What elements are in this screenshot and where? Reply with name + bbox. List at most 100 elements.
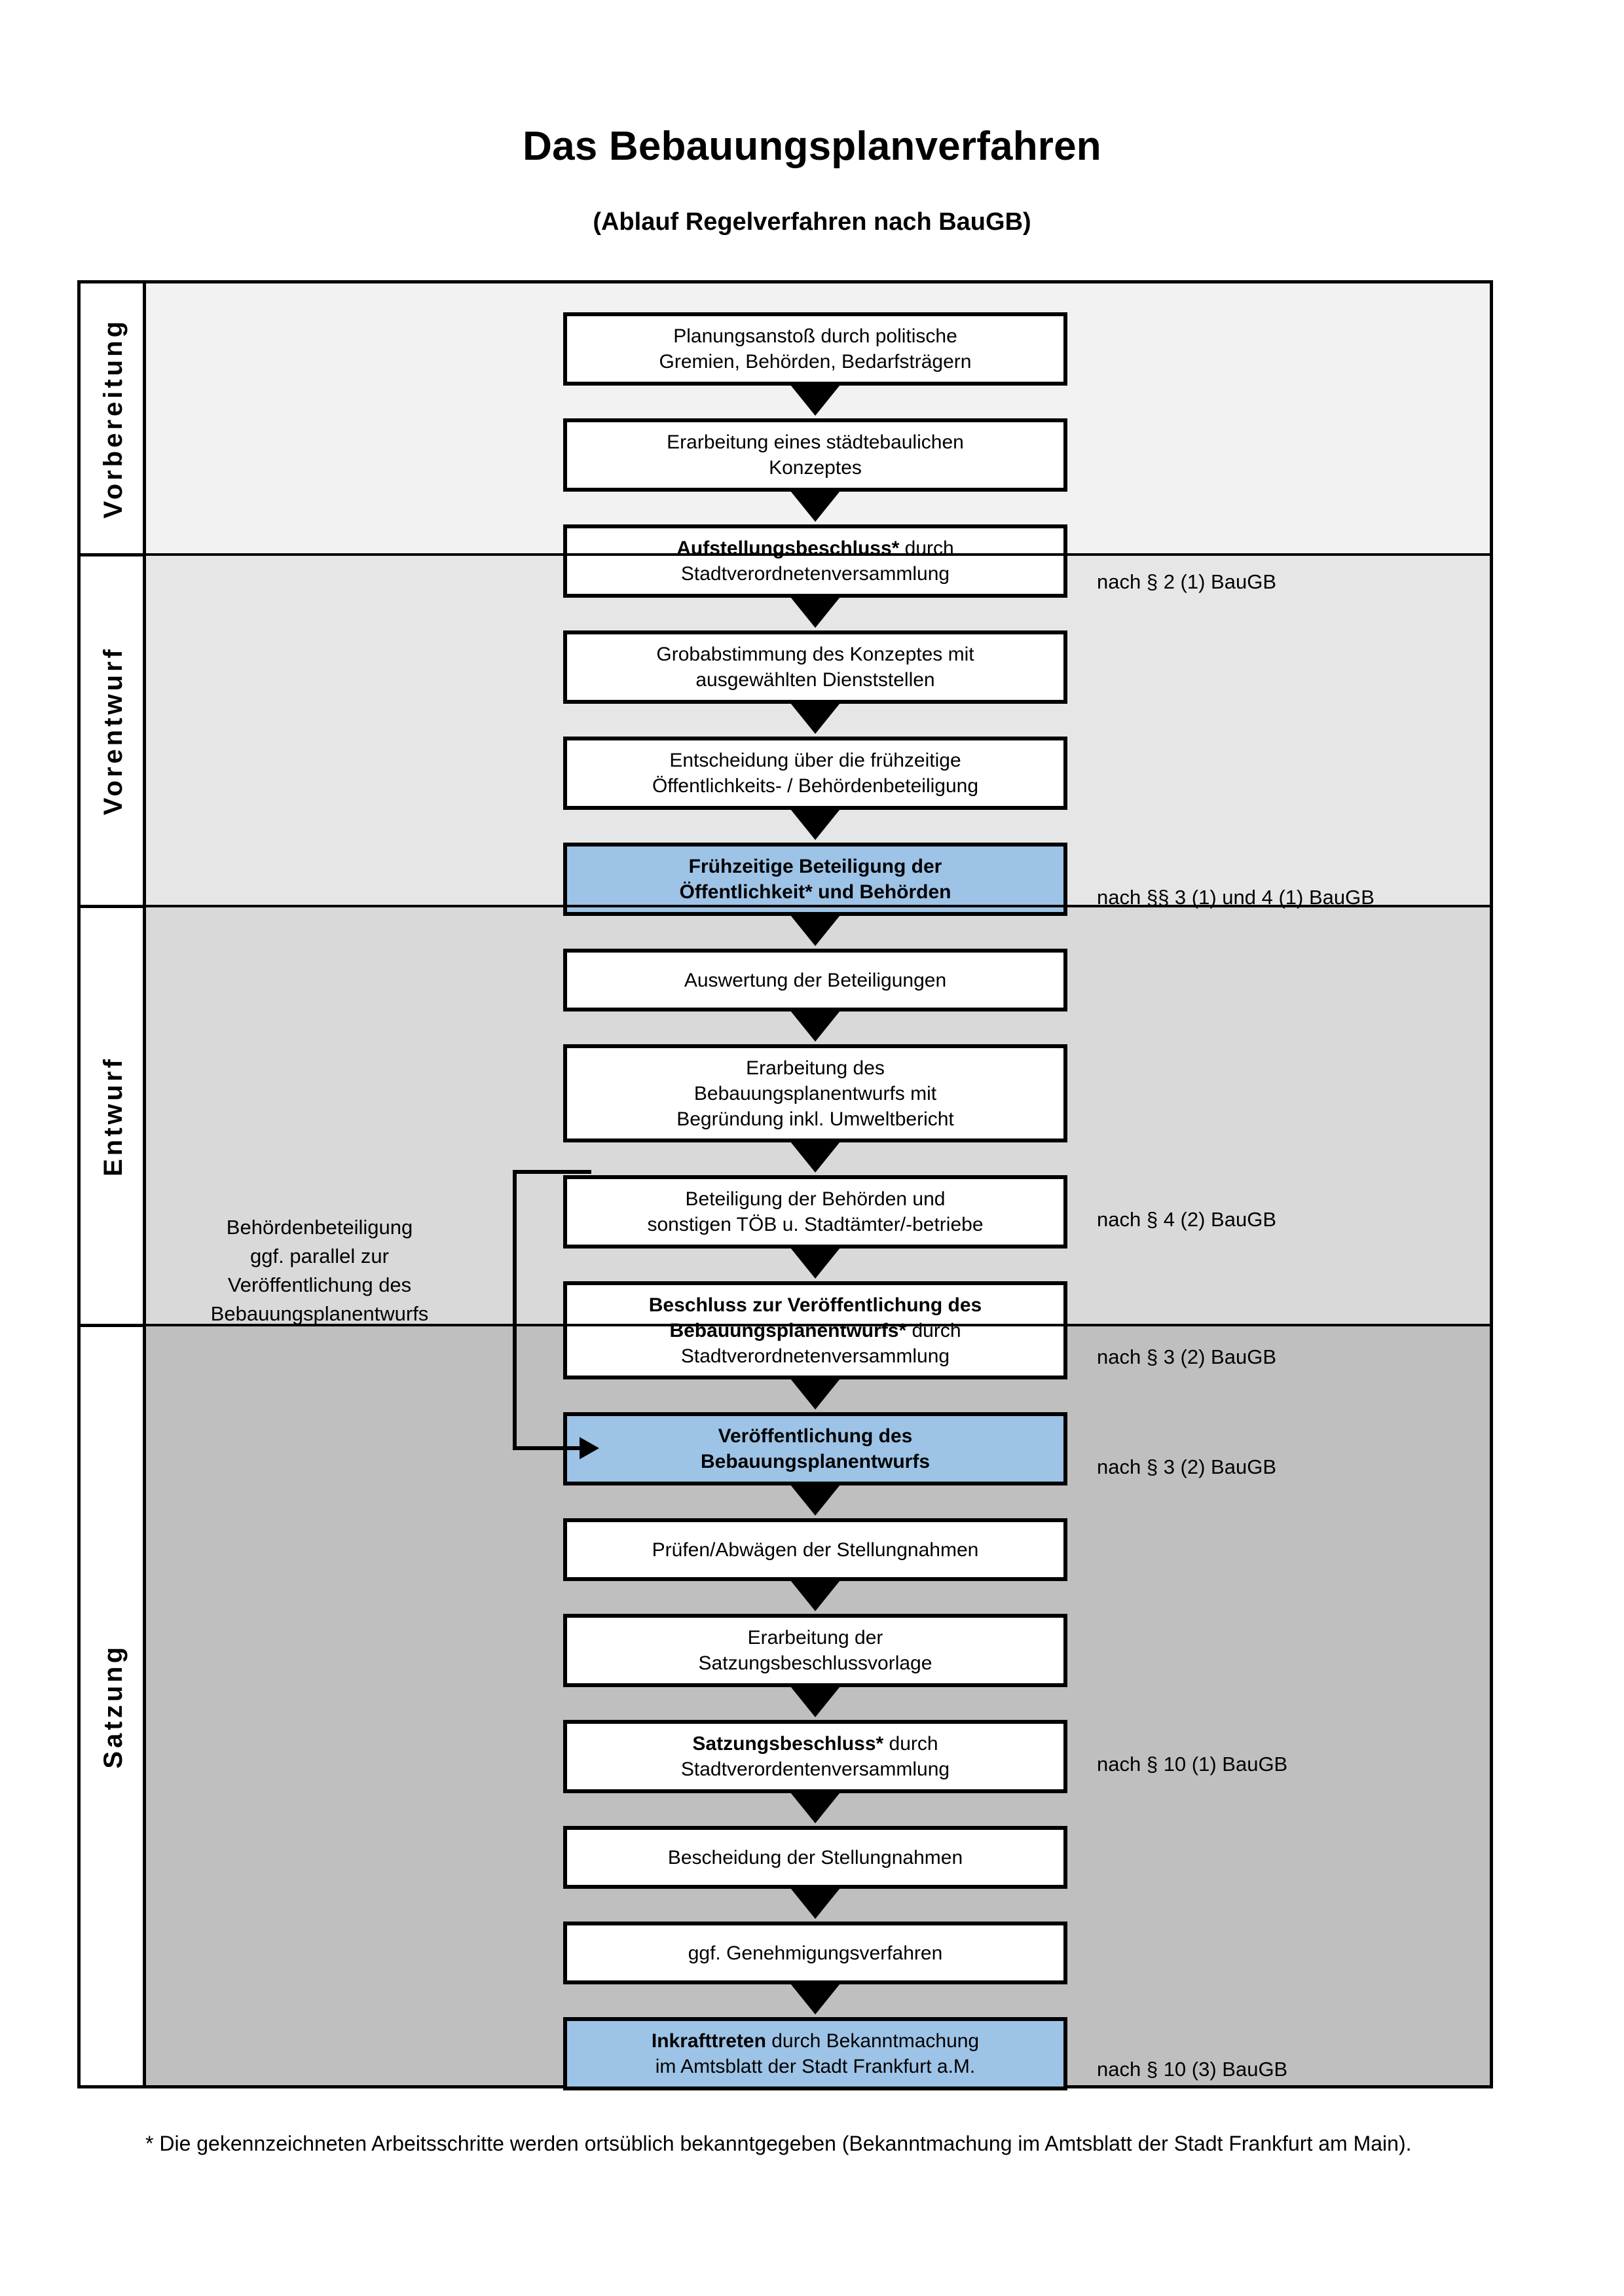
footnote: * Die gekennzeichneten Arbeitsschritte w… [145,2132,1412,2155]
step-line: ggf. Genehmigungsverfahren [688,1942,943,1964]
flow-arrow [788,1245,843,1279]
step-line: ausgewählten Dienststellen [695,669,935,691]
step-line: Satzungsbeschlussvorlage [698,1652,932,1674]
flow-arrow [788,1789,843,1823]
step-box-entscheidung-fruehzeitige-beteiligung[interactable]: Entscheidung über die frühzeitige Öffent… [563,737,1067,810]
step-line: Grobabstimmung des Konzeptes mit [656,644,974,665]
step-line: Bebauungsplanentwurfs [701,1449,930,1474]
legal-note-veroeffentlichung-entwurf: nach § 3 (2) BauGB [1097,1455,1276,1478]
phase-label-text: Vorbereitung [98,318,128,519]
step-line-bold: Satzungsbeschluss* [692,1733,884,1755]
step-line: Stadtverordnetenversammlung [680,563,950,585]
step-box-beschluss-veroeffentlichung[interactable]: Beschluss zur Veröffentlichung des Bebau… [563,1281,1067,1379]
step-line: Konzeptes [769,457,862,479]
band-divider-2 [146,905,1490,907]
step-line-suffix: durch [883,1733,938,1755]
phase-label-text: Satzung [98,1643,128,1769]
phase-label-entwurf: Entwurf [81,908,146,1324]
phase-label-divider-3 [81,1324,146,1327]
step-line-bold: Bebauungsplanentwurfs [700,1451,931,1472]
phase-label-satzung: Satzung [81,1327,146,2085]
phase-label-divider-2 [81,905,146,908]
phase-label-divider-1 [81,553,146,556]
band-divider-1 [146,553,1490,556]
side-note-line: Veröffentlichung des [227,1273,412,1297]
step-line: Stadtverordentenversammlung [680,1758,950,1780]
step-box-fruehzeitige-beteiligung[interactable]: Frühzeitige Beteiligung der Öffentlichke… [563,843,1067,916]
phase-label-vorentwurf: Vorentwurf [81,556,146,905]
step-line-suffix: durch Bekanntmachung [766,2030,980,2052]
step-line-bold: Inkrafttreten [651,2030,766,2052]
flow-arrow [788,1980,843,2014]
step-line: Öffentlichkeit* und Behörden [679,879,951,905]
step-line: Bescheidung der Stellungnahmen [667,1846,963,1868]
step-box-planungsanstoss[interactable]: Planungsanstoß durch politische Gremien,… [563,312,1067,386]
step-box-grobabstimmung[interactable]: Grobabstimmung des Konzeptes mit ausgewä… [563,630,1067,704]
feedback-connector-vertical [513,1170,517,1450]
side-note-behoerdenbeteiligung: Behördenbeteiligung ggf. parallel zur Ve… [172,1213,467,1328]
flow-arrow [788,1376,843,1410]
step-line: Erarbeitung eines städtebaulichen [667,431,964,453]
flow-arrow [788,1683,843,1717]
flow-arrow [788,912,843,946]
legal-note-aufstellungsbeschluss: nach § 2 (1) BauGB [1097,570,1276,593]
step-line: Entscheidung über die frühzeitige [669,750,961,771]
step-line: Begründung inkl. Umweltbericht [676,1108,954,1130]
step-box-bescheidung-stellungnahmen[interactable]: Bescheidung der Stellungnahmen [563,1826,1067,1889]
step-box-beteiligung-behoerden[interactable]: Beteiligung der Behörden und sonstigen T… [563,1175,1067,1248]
flow-arrow [788,488,843,522]
phase-label-text: Entwurf [98,1055,128,1176]
step-line-bold: Beschluss zur Veröffentlichung des [648,1294,982,1316]
legal-note-beschluss-veroeffentlichung: nach § 3 (2) BauGB [1097,1345,1276,1368]
step-line: Erarbeitung des [746,1057,885,1079]
step-line-bold: Frühzeitige Beteiligung der [688,856,942,877]
phase-label-vorbereitung: Vorbereitung [81,283,146,553]
step-line: Beteiligung der Behörden und [685,1188,946,1210]
legal-note-inkrafttreten: nach § 10 (3) BauGB [1097,2058,1288,2081]
page-subtitle: (Ablauf Regelverfahren nach BauGB) [593,208,1031,236]
step-line: Bebauungsplanentwurfs mit [693,1082,937,1104]
side-note-line: ggf. parallel zur [250,1245,389,1268]
band-divider-3 [146,1324,1490,1326]
flowchart-frame: Vorbereitung Vorentwurf Entwurf Satzung … [77,280,1493,2090]
step-line-bold: Bebauungsplanentwurfs* [669,1319,907,1341]
step-line: Aufstellungsbeschluss* durch [676,536,953,561]
flow-arrow [788,1139,843,1173]
step-line: Beschluss zur Veröffentlichung des [649,1292,982,1318]
step-box-auswertung-beteiligungen[interactable]: Auswertung der Beteiligungen [563,949,1067,1011]
step-line: Öffentlichkeits- / Behördenbeteiligung [652,775,979,797]
step-line: Veröffentlichung des [718,1423,913,1449]
flow-arrow [788,594,843,628]
step-line: Inkrafttreten durch Bekanntmachung [652,2028,979,2054]
step-box-inkrafttreten[interactable]: Inkrafttreten durch Bekanntmachung im Am… [563,2017,1067,2090]
step-box-staedtebauliches-konzept[interactable]: Erarbeitung eines städtebaulichen Konzep… [563,418,1067,492]
flow-arrow [788,1008,843,1042]
step-box-erarbeitung-satzungsbeschlussvorlage[interactable]: Erarbeitung der Satzungsbeschlussvorlage [563,1614,1067,1687]
step-line: im Amtsblatt der Stadt Frankfurt a.M. [655,2056,976,2077]
legal-note-beteiligung-behoerden: nach § 4 (2) BauGB [1097,1208,1276,1231]
step-line: Bebauungsplanentwurfs* durch [669,1318,961,1343]
step-line-suffix: durch [906,1319,961,1341]
step-line: Gremien, Behörden, Bedarfsträgern [659,351,972,373]
step-box-pruefen-abwaegen[interactable]: Prüfen/Abwägen der Stellungnahmen [563,1518,1067,1581]
step-line: Satzungsbeschluss* durch [692,1731,938,1757]
phase-label-text: Vorentwurf [98,646,128,816]
step-box-erarbeitung-bebauungsplanentwurf[interactable]: Erarbeitung des Bebauungsplanentwurfs mi… [563,1044,1067,1142]
phase-label-column: Vorbereitung Vorentwurf Entwurf Satzung [81,283,146,2085]
feedback-connector-top [513,1170,591,1174]
flow-arrow [788,1482,843,1516]
step-line-bold: Öffentlichkeit* und Behörden [679,881,951,903]
step-box-aufstellungsbeschluss[interactable]: Aufstellungsbeschluss* durch Stadtverord… [563,524,1067,598]
feedback-connector-bottom [513,1446,581,1450]
step-box-satzungsbeschluss[interactable]: Satzungsbeschluss* durch Stadtverordente… [563,1720,1067,1793]
step-line: Stadtverordnetenversammlung [680,1345,950,1367]
step-box-genehmigungsverfahren[interactable]: ggf. Genehmigungsverfahren [563,1922,1067,1984]
step-line-suffix: durch [899,538,954,559]
step-line: Auswertung der Beteiligungen [684,969,947,991]
step-line-bold: Aufstellungsbeschluss* [676,538,900,559]
step-box-veroeffentlichung-entwurf[interactable]: Veröffentlichung des Bebauungsplanentwur… [563,1412,1067,1485]
step-line: Planungsanstoß durch politische [673,325,957,347]
flow-arrow [788,1577,843,1611]
flow-arrow [788,700,843,734]
